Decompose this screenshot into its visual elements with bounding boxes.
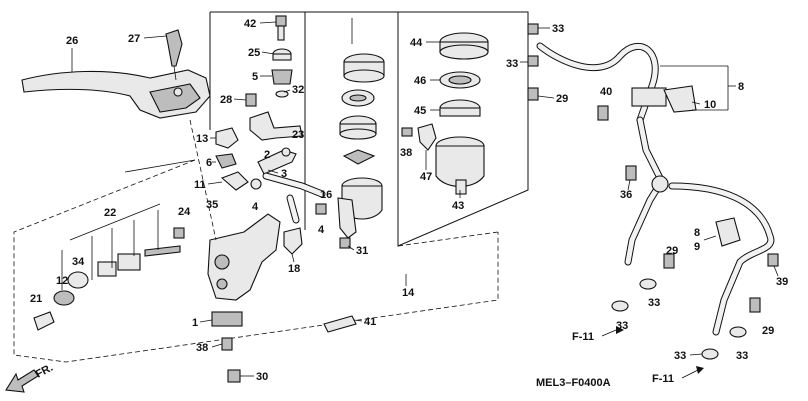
callout-32: 32 xyxy=(292,84,304,96)
callout-8-upper: 8 xyxy=(738,81,744,93)
callout-2: 2 xyxy=(264,149,270,161)
callout-9: 9 xyxy=(694,241,700,253)
callout-40: 40 xyxy=(600,86,612,98)
callout-26: 26 xyxy=(66,35,78,47)
callout-33-e: 33 xyxy=(674,350,686,362)
diagram-code: MEL3–F0400A xyxy=(536,377,611,389)
callout-41: 41 xyxy=(364,316,376,328)
callout-11: 11 xyxy=(194,179,206,191)
callout-13: 13 xyxy=(196,133,208,145)
callout-43: 43 xyxy=(452,200,464,212)
callout-47: 47 xyxy=(420,171,432,183)
brake-hoses xyxy=(527,23,779,360)
callout-33-c: 33 xyxy=(648,297,660,309)
reservoir-group-frame xyxy=(209,11,529,247)
callout-3: 3 xyxy=(281,168,287,180)
lever-pivot-bolt xyxy=(165,29,183,81)
callout-36: 36 xyxy=(620,189,632,201)
callout-6: 6 xyxy=(206,157,212,169)
reference-label-1: F-11 xyxy=(572,331,594,343)
callout-14: 14 xyxy=(402,287,415,299)
callout-25: 25 xyxy=(248,47,260,59)
callout-21: 21 xyxy=(30,293,42,305)
callout-30: 30 xyxy=(256,371,268,383)
brake-lever xyxy=(21,69,211,119)
master-cylinder-body xyxy=(33,119,357,383)
callout-38-upper: 38 xyxy=(400,147,412,159)
callout-35: 35 xyxy=(206,199,218,211)
callout-27: 27 xyxy=(128,33,140,45)
callout-29-a: 29 xyxy=(556,93,568,105)
callout-34: 34 xyxy=(72,256,85,268)
callout-44: 44 xyxy=(410,37,423,49)
callout-numbers: 42 25 5 32 28 23 13 2 3 6 11 4 16 35 4 2… xyxy=(30,18,788,383)
callout-31: 31 xyxy=(356,245,368,257)
direction-label: FR. xyxy=(34,362,55,381)
callout-18: 18 xyxy=(288,263,300,275)
callout-22: 22 xyxy=(104,207,116,219)
callout-1: 1 xyxy=(192,317,198,329)
master-cylinder-frame xyxy=(13,159,499,363)
callout-29-c: 29 xyxy=(762,325,774,337)
callout-4-lower: 4 xyxy=(318,224,325,236)
callout-33-b: 33 xyxy=(506,58,518,70)
callout-8-lower: 8 xyxy=(694,227,700,239)
fluid-reservoir-assembly xyxy=(401,32,489,195)
callout-29-b: 29 xyxy=(666,245,678,257)
reference-f11-right: F-11 xyxy=(652,366,704,385)
callout-46: 46 xyxy=(414,75,426,87)
front-direction-arrow: FR. xyxy=(5,362,55,393)
callout-5: 5 xyxy=(252,71,258,83)
callout-33-d: 33 xyxy=(616,320,628,332)
callout-28: 28 xyxy=(220,94,232,106)
callout-10: 10 xyxy=(704,99,716,111)
callout-4-upper: 4 xyxy=(252,201,259,213)
callout-39: 39 xyxy=(776,276,788,288)
callout-12: 12 xyxy=(56,275,68,287)
reservoir-small-parts xyxy=(215,15,303,191)
callout-45: 45 xyxy=(414,105,426,117)
callout-33-a: 33 xyxy=(552,23,564,35)
reservoir-assembly xyxy=(337,18,385,239)
callout-42: 42 xyxy=(244,18,256,30)
callout-33-f: 33 xyxy=(736,350,748,362)
callout-38-lower: 38 xyxy=(196,342,208,354)
callout-24: 24 xyxy=(178,206,191,218)
callout-16: 16 xyxy=(320,189,332,201)
callout-23: 23 xyxy=(292,129,304,141)
reference-f11-left: F-11 xyxy=(572,326,624,343)
reference-label-2: F-11 xyxy=(652,373,674,385)
